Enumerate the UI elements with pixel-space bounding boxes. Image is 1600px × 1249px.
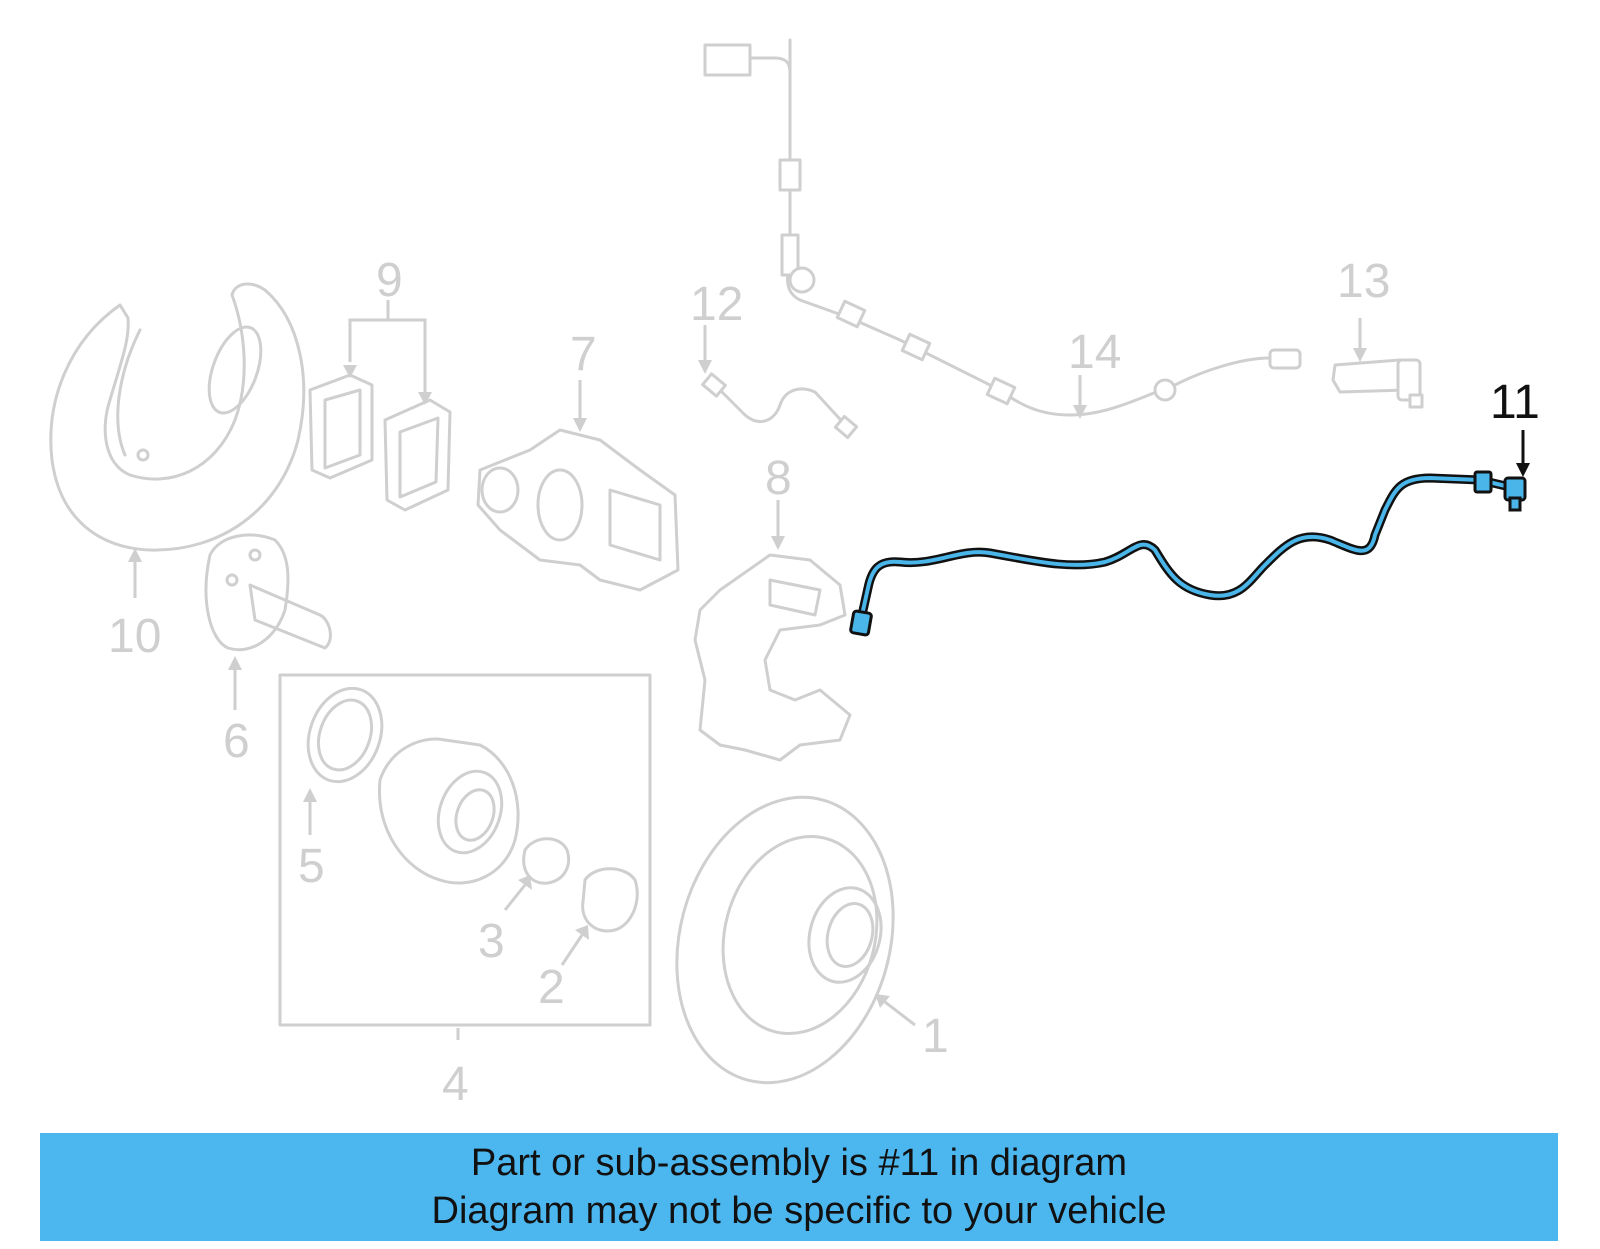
part-14-abs-wire	[703, 38, 1302, 419]
callout-4: 4	[442, 1058, 469, 1111]
callout-13: 13	[1337, 255, 1390, 308]
callout-2: 2	[538, 961, 565, 1014]
callout-5: 5	[298, 840, 325, 893]
part-11-brake-hose	[849, 430, 1530, 637]
callout-10: 10	[108, 610, 161, 663]
part-9-brake-pads	[308, 300, 452, 512]
callout-14: 14	[1068, 326, 1121, 379]
part-4-hub-assembly	[278, 673, 652, 1040]
banner-line-disclaimer: Diagram may not be specific to your vehi…	[431, 1190, 1167, 1232]
part-13-abs-sensor	[1331, 318, 1424, 409]
callout-1: 1	[922, 1010, 949, 1063]
callout-8: 8	[765, 452, 792, 505]
callout-9: 9	[376, 254, 403, 307]
part-1-brake-rotor	[675, 795, 916, 1085]
part-7-caliper	[476, 380, 680, 592]
part-6-stub-axle	[204, 533, 332, 710]
callout-7: 7	[570, 328, 597, 381]
part-12-brake-line	[698, 325, 859, 440]
info-banner: Part or sub-assembly is #11 in diagram D…	[40, 1133, 1558, 1241]
callout-11: 11	[1490, 376, 1540, 429]
banner-line-part: Part or sub-assembly is #11 in diagram	[470, 1142, 1128, 1184]
part-10-splash-shield	[49, 282, 306, 552]
callout-6: 6	[223, 715, 250, 768]
callout-12: 12	[690, 278, 743, 331]
part-8-caliper-bracket	[693, 500, 852, 762]
callout-3: 3	[478, 915, 505, 968]
